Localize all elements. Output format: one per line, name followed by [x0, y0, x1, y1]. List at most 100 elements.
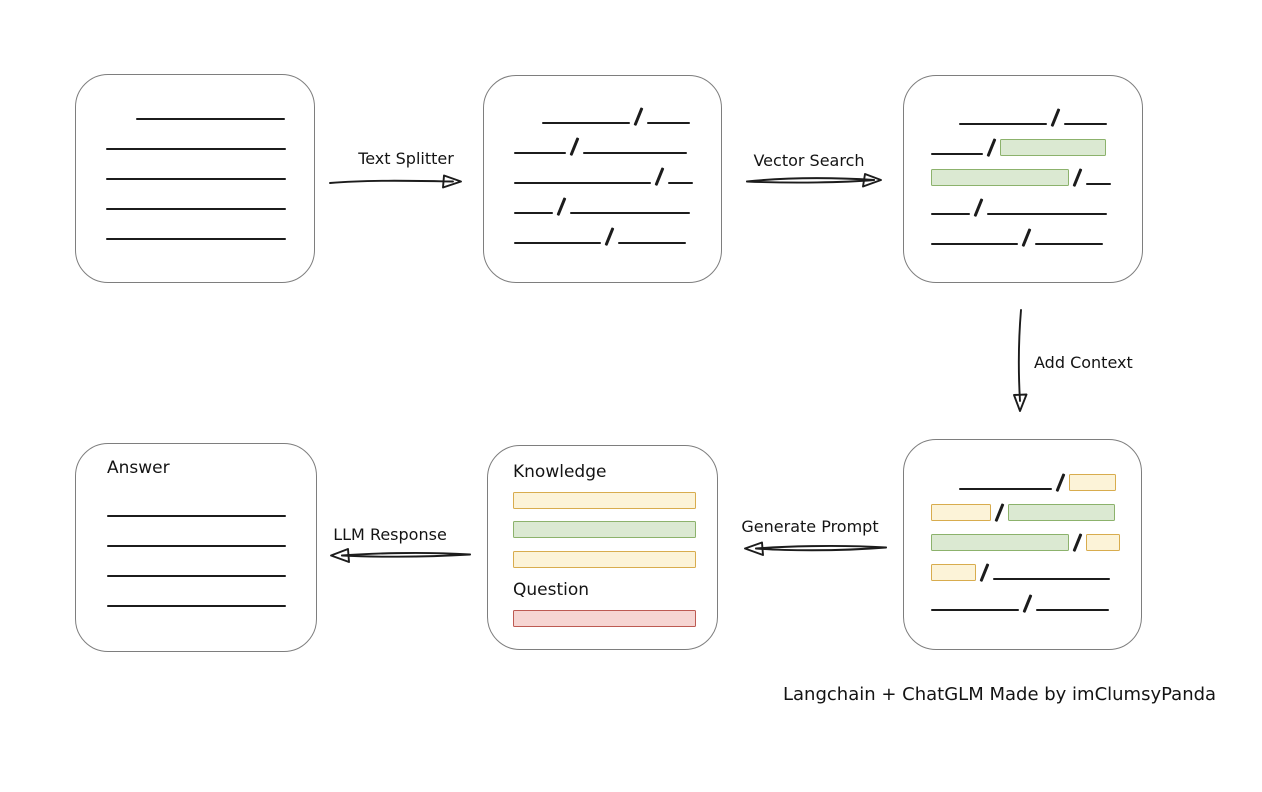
- node-source-document: [75, 74, 315, 283]
- answer-content: Answer: [76, 444, 316, 607]
- text-line: [959, 123, 1047, 125]
- green-highlight-chip: [931, 534, 1069, 551]
- inline-label: Question: [513, 580, 590, 600]
- box-row: [106, 90, 314, 120]
- green-highlight-chip: [999, 139, 1106, 156]
- text-line: [959, 488, 1052, 490]
- text-line: [667, 182, 693, 184]
- box-row: [931, 580, 1141, 613]
- text-line: [1063, 123, 1107, 125]
- box-row: [931, 215, 1142, 247]
- yellow-highlight-chip: [931, 564, 976, 581]
- box-row: [931, 125, 1142, 157]
- split-slash: [1072, 533, 1082, 552]
- node-context-result: [903, 439, 1142, 650]
- box-row: [931, 155, 1142, 187]
- box-row: [931, 490, 1141, 522]
- box-row: [931, 550, 1141, 582]
- text-line: [107, 575, 286, 577]
- box-row: [931, 95, 1142, 127]
- source-document-content: [76, 75, 314, 240]
- text-line: [1085, 183, 1111, 185]
- box-row: Question: [513, 580, 717, 601]
- text-line: [569, 212, 690, 214]
- vector-search-arrow: [746, 173, 882, 188]
- red-highlight-chip: [513, 610, 696, 627]
- add-context-label: Add Context: [1034, 353, 1133, 372]
- text-line: [107, 515, 286, 517]
- box-row: Answer: [107, 458, 316, 479]
- text-line: [136, 118, 285, 120]
- text-line: [106, 238, 286, 240]
- split-slash: [1055, 473, 1065, 492]
- text-line: [986, 213, 1107, 215]
- yellow-highlight-chip: [1085, 534, 1120, 551]
- text-line: [514, 242, 601, 244]
- llm-response-arrow: [330, 548, 471, 563]
- split-slash: [654, 167, 664, 186]
- text-line: [1034, 243, 1103, 245]
- split-text-content: [484, 76, 721, 246]
- credit-text: Langchain + ChatGLM Made by imClumsyPand…: [783, 684, 1217, 705]
- text-line: [931, 609, 1019, 611]
- split-slash: [556, 197, 566, 216]
- box-row: [513, 610, 717, 627]
- split-slash: [1022, 594, 1032, 613]
- green-highlight-chip: [513, 521, 696, 538]
- node-vector-result: [903, 75, 1143, 283]
- llm-response-label: LLM Response: [333, 525, 447, 544]
- yellow-highlight-chip: [513, 492, 696, 509]
- split-slash: [986, 138, 996, 157]
- box-row: [513, 492, 717, 509]
- box-row: [513, 551, 717, 568]
- text-line: [931, 243, 1018, 245]
- box-row: [514, 94, 721, 126]
- text-line: [106, 178, 286, 180]
- generate-prompt-label: Generate Prompt: [741, 517, 879, 536]
- split-slash: [973, 198, 983, 217]
- box-row: [107, 517, 316, 547]
- inline-label: Knowledge: [513, 462, 607, 482]
- text-line: [992, 578, 1110, 580]
- split-slash: [1021, 228, 1031, 247]
- split-slash: [633, 107, 643, 126]
- text-splitter-label: Text Splitter: [358, 149, 454, 168]
- text-line: [106, 148, 286, 150]
- split-slash: [979, 563, 989, 582]
- box-row: [514, 214, 721, 246]
- text-line: [617, 242, 686, 244]
- text-line: [931, 153, 983, 155]
- text-line: [107, 605, 286, 607]
- text-line: [514, 152, 566, 154]
- box-row: [514, 184, 721, 216]
- inline-label: Answer: [107, 458, 170, 478]
- box-row: [931, 460, 1141, 492]
- vector-result-content: [904, 76, 1142, 247]
- text-line: [542, 122, 630, 124]
- box-row: [107, 577, 316, 607]
- text-line: [1035, 609, 1109, 611]
- generate-prompt-arrow: [744, 541, 887, 556]
- split-slash: [604, 227, 614, 246]
- yellow-highlight-chip: [513, 551, 696, 568]
- box-row: [106, 120, 314, 150]
- context-result-content: [904, 440, 1141, 613]
- text-line: [106, 208, 286, 210]
- text-line: [107, 545, 286, 547]
- box-row: [514, 154, 721, 186]
- node-split-text: [483, 75, 722, 283]
- box-row: [514, 124, 721, 156]
- text-line: [646, 122, 690, 124]
- split-slash: [994, 503, 1004, 522]
- text-line: [514, 182, 651, 184]
- box-row: [931, 520, 1141, 552]
- text-line: [582, 152, 687, 154]
- box-row: [106, 150, 314, 180]
- box-row: [106, 180, 314, 210]
- box-row: [107, 487, 316, 517]
- add-context-arrow: [1013, 309, 1028, 412]
- green-highlight-chip: [1007, 504, 1115, 521]
- green-highlight-chip: [931, 169, 1069, 186]
